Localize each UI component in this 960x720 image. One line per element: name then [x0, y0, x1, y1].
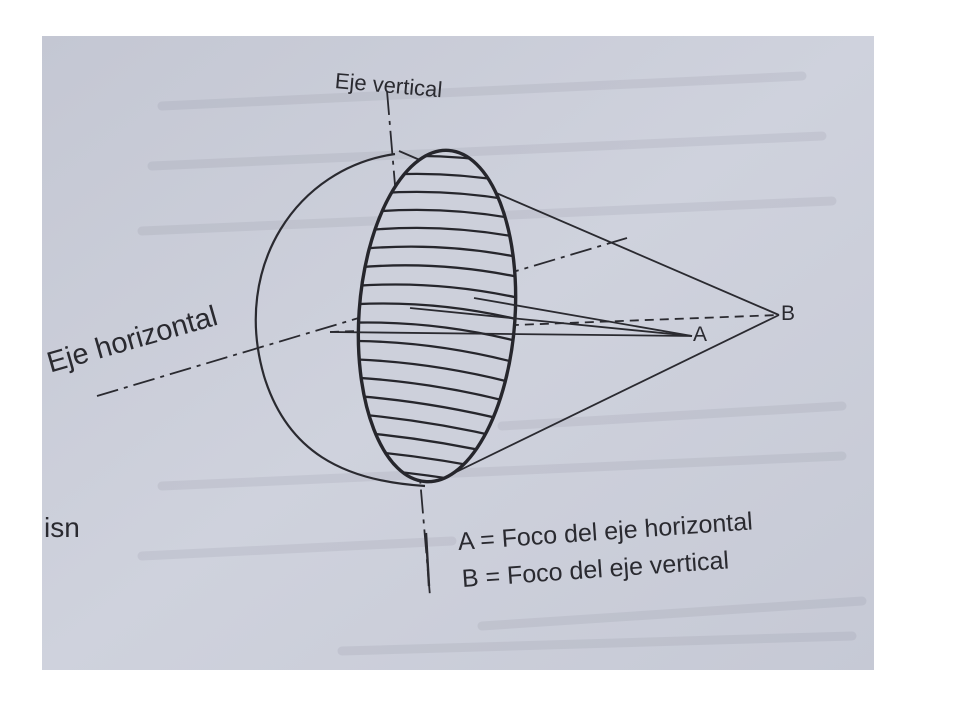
- focus-b-label: B: [781, 302, 796, 325]
- line-to-a-upper: [473, 297, 693, 337]
- diagram-photo: Eje vertical Eje horizontal A B isn A = …: [42, 36, 874, 670]
- legend-tick: [424, 532, 431, 587]
- lens-rim: [356, 148, 518, 484]
- partial-body-text: isn: [44, 512, 80, 543]
- dome-outline: [254, 152, 426, 488]
- focus-a-label: A: [693, 323, 708, 346]
- cone-line-bottom: [451, 314, 780, 475]
- lens-focus-diagram: [42, 36, 874, 670]
- lens-face: [358, 150, 516, 482]
- line-to-a-middle: [409, 307, 693, 337]
- line-to-a-lower: [329, 331, 693, 337]
